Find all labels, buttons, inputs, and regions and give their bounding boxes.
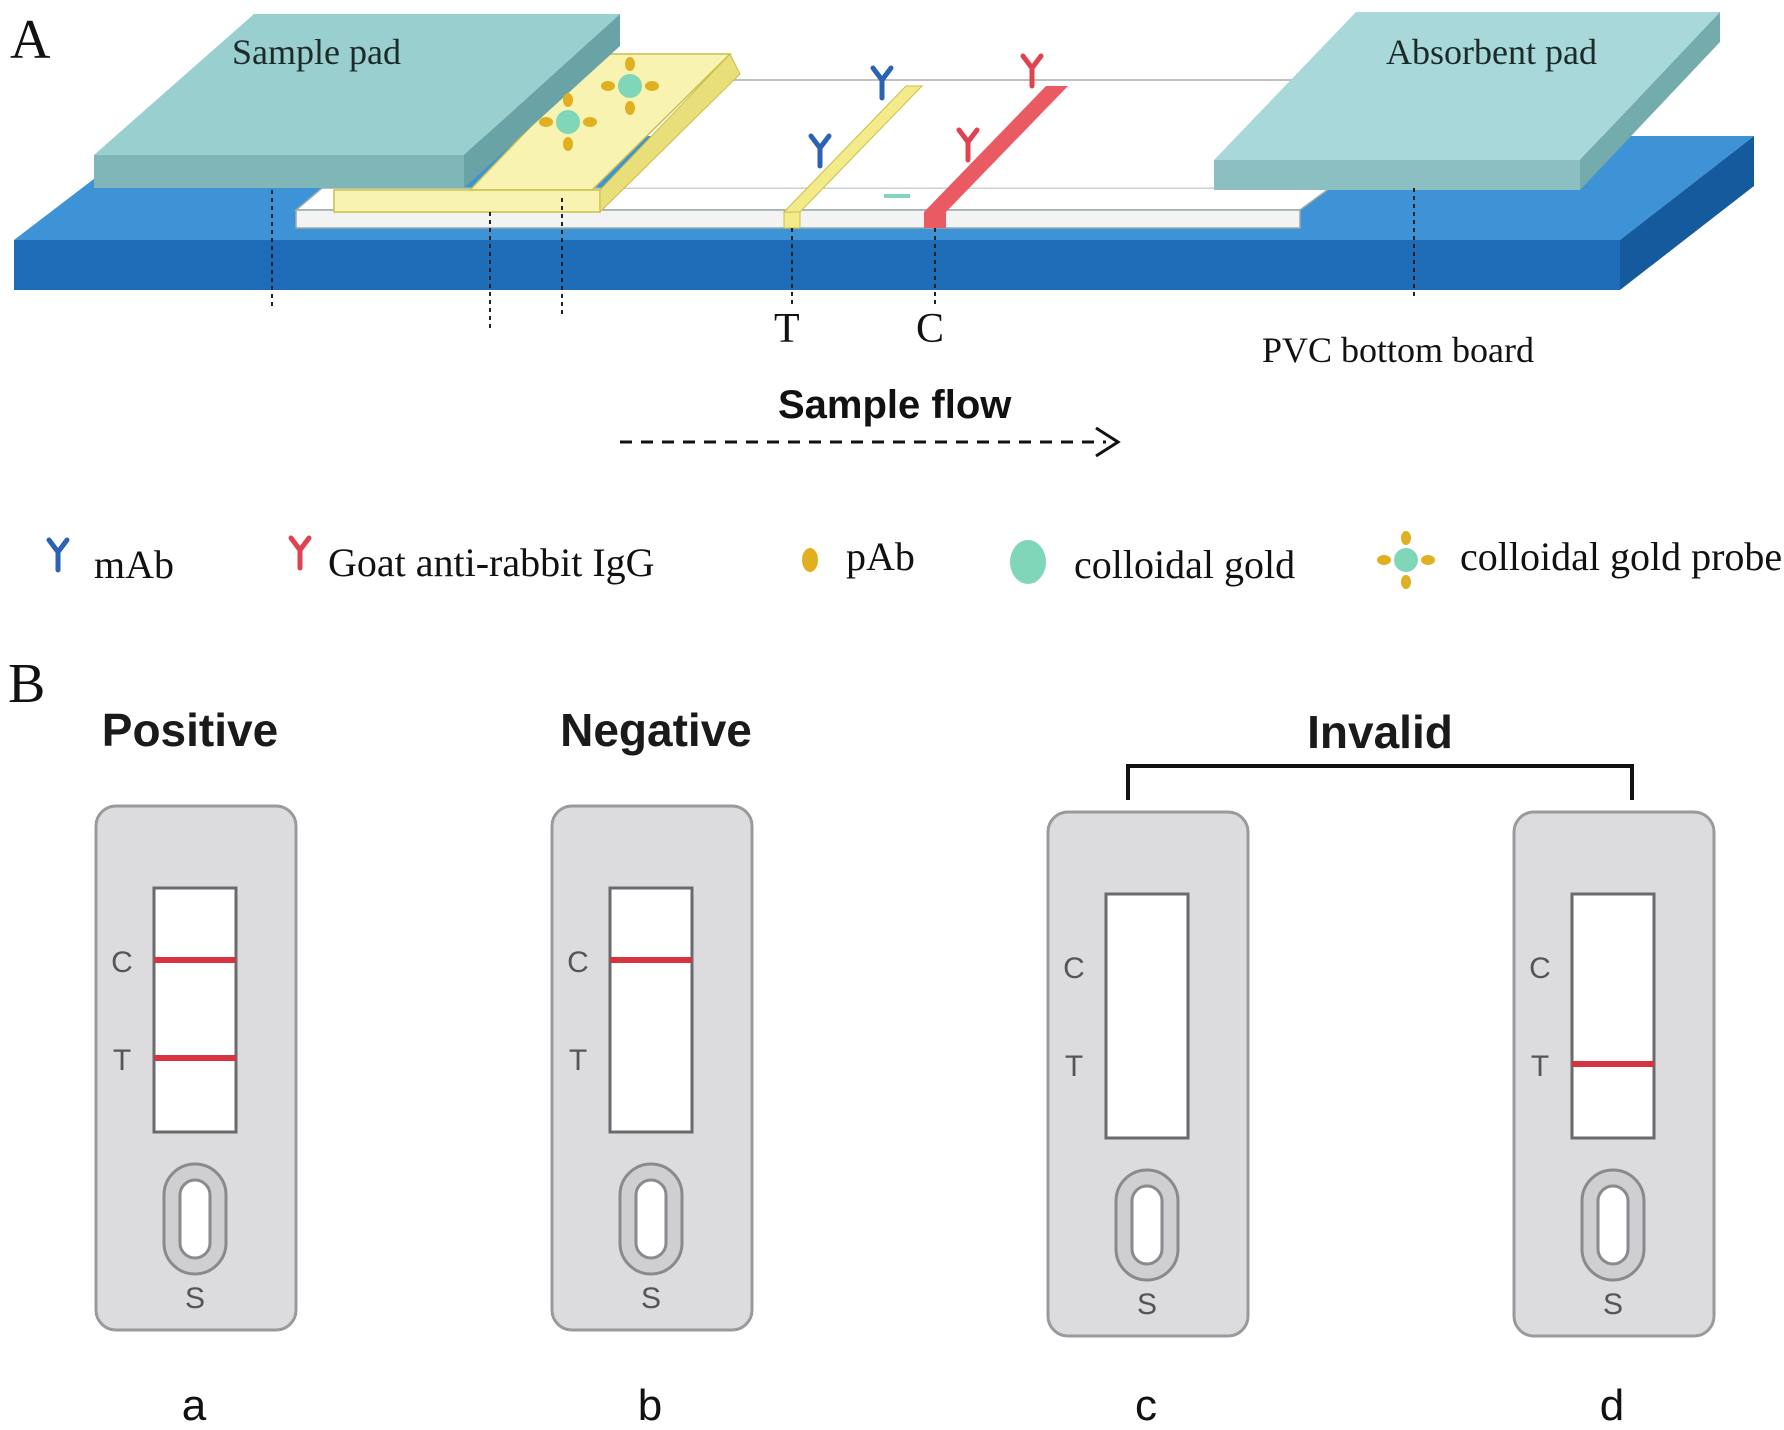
positive-heading: Positive	[102, 704, 278, 756]
s-letter: S	[641, 1282, 661, 1315]
legend-pab-icon	[802, 548, 818, 572]
sample-well-inner	[1596, 1184, 1630, 1266]
invalid-bracket	[1126, 764, 1634, 800]
sample-well-inner	[1130, 1184, 1164, 1266]
cassette-c: C T Sc	[1046, 810, 1250, 1430]
c-line-label: C	[916, 306, 944, 352]
sample-pad-label: Sample pad	[232, 32, 401, 72]
absorbent-pad: Absorbent pad	[1214, 12, 1720, 190]
result-window	[1570, 892, 1656, 1140]
c-letter: C	[1063, 952, 1085, 985]
sample-pad: Sample pad	[94, 14, 620, 188]
legend-gold-icon	[1010, 540, 1046, 584]
c-letter: C	[1529, 952, 1551, 985]
negative-heading: Negative	[560, 704, 752, 756]
control-line-stripe	[924, 86, 1068, 228]
result-window	[608, 886, 694, 1134]
cassette-a: C T Sa	[94, 804, 298, 1430]
legend-probe-label: colloidal gold probe	[1460, 534, 1782, 579]
c-letter: C	[111, 946, 133, 979]
cassette-b: C T Sb	[550, 804, 754, 1430]
legend-goat-igg-icon	[291, 538, 309, 568]
s-letter: S	[1137, 1288, 1157, 1321]
sample-well-inner	[178, 1178, 212, 1260]
cassette-letter: c	[1135, 1381, 1157, 1430]
legend: mAb Goat anti-rabbit IgG pAb colloidal g…	[49, 531, 1782, 589]
t-letter: T	[113, 1044, 131, 1077]
legend-gold-label: colloidal gold	[1074, 542, 1295, 587]
t-line-label: T	[774, 306, 800, 352]
cassette-letter: d	[1600, 1381, 1624, 1430]
invalid-heading: Invalid	[1307, 706, 1453, 758]
panel-b-label: B	[8, 653, 45, 715]
conjugate-pad	[333, 53, 741, 214]
absorbent-pad-label: Absorbent pad	[1386, 32, 1597, 72]
s-letter: S	[185, 1282, 205, 1315]
c-letter: C	[567, 946, 589, 979]
pvc-board-label: PVC bottom board	[1262, 330, 1534, 370]
cassette-letter: a	[182, 1381, 207, 1430]
guide-lines	[271, 188, 1415, 330]
t-letter: T	[569, 1044, 587, 1077]
cassette-d: C T Sd	[1512, 810, 1716, 1430]
test-line-stripe	[782, 85, 924, 229]
t-letter: T	[1531, 1050, 1549, 1083]
t-letter: T	[1065, 1050, 1083, 1083]
cassette-letter: b	[638, 1381, 662, 1430]
panel-a-label: A	[10, 9, 51, 71]
result-window	[152, 886, 238, 1134]
legend-probe-icon	[1377, 531, 1435, 589]
sample-well-inner	[634, 1178, 668, 1260]
cassette-group: C T Sa C T Sb C T Sc C T Sd	[94, 804, 1716, 1430]
sample-flow-label: Sample flow	[778, 383, 1012, 427]
result-window	[1104, 892, 1190, 1140]
legend-goat-igg-label: Goat anti-rabbit IgG	[328, 540, 655, 585]
legend-pab-label: pAb	[846, 534, 915, 579]
flow-arrow	[620, 426, 1121, 458]
legend-mab-icon	[49, 540, 67, 570]
legend-mab-label: mAb	[94, 542, 174, 587]
s-letter: S	[1603, 1288, 1623, 1321]
